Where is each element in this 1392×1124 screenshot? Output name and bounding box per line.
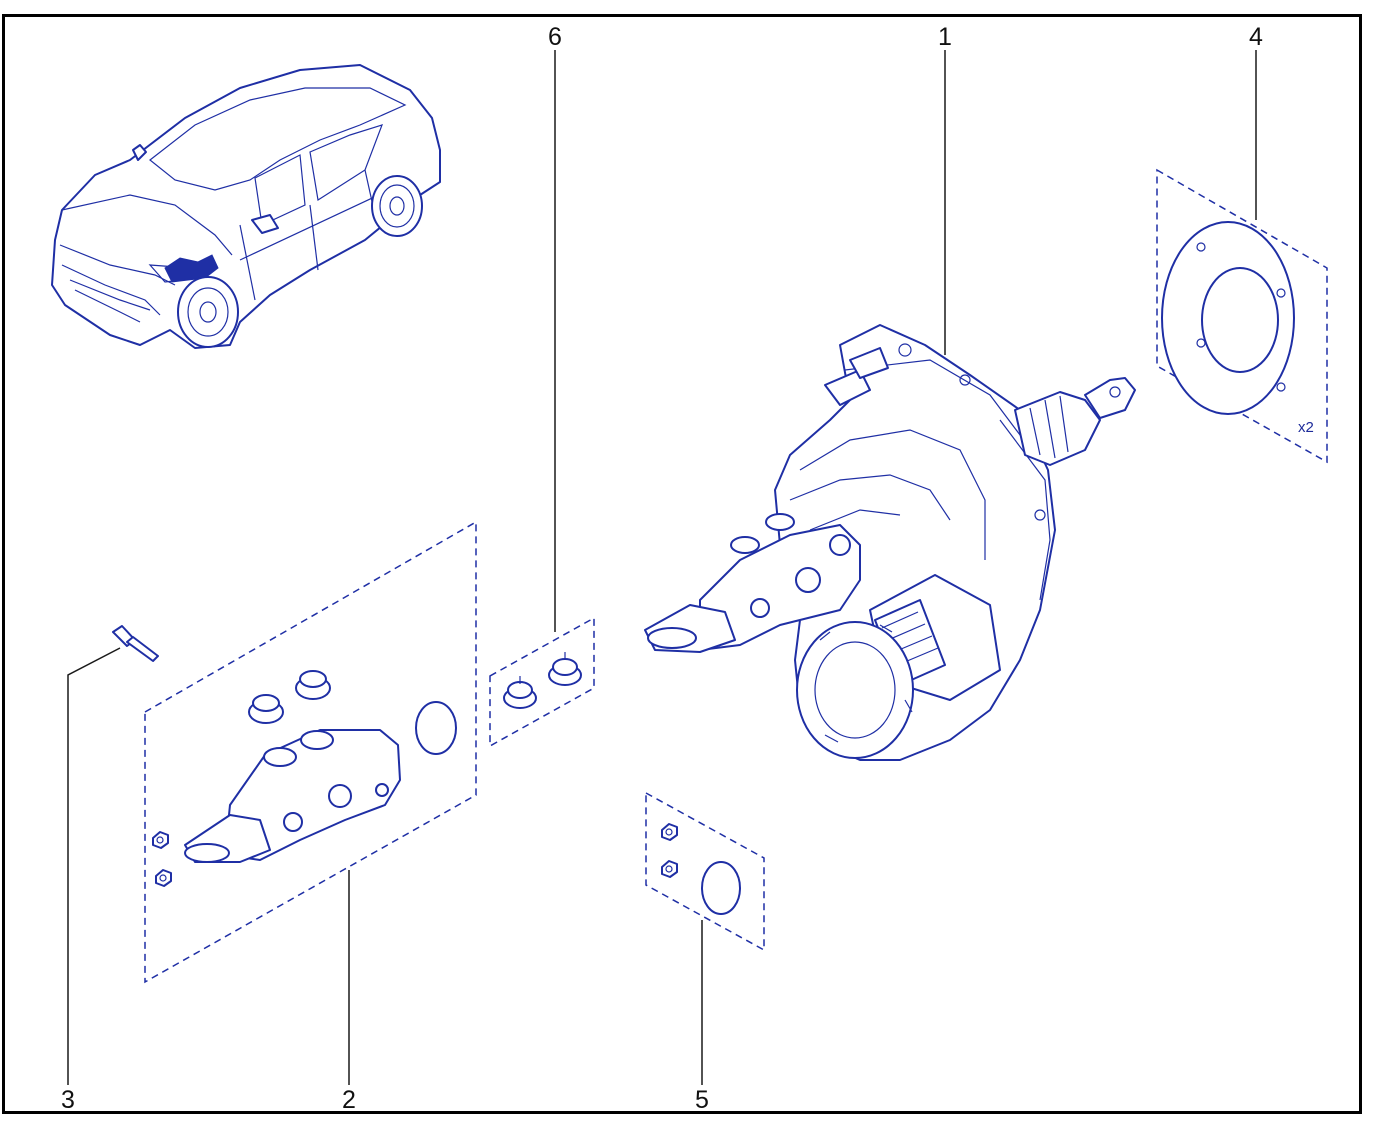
- nut-icon: [661, 823, 678, 878]
- callout-2: 2: [342, 1086, 356, 1114]
- gasket-bolt-hole-icon: [1196, 242, 1286, 392]
- callout-3: 3: [61, 1086, 75, 1114]
- leader-line-3: [67, 647, 121, 1085]
- callout-labels: 1 2 3 4 5 6: [61, 23, 1263, 1114]
- part-3-stud-bolt: [112, 625, 159, 662]
- callout-4: 4: [1249, 23, 1263, 51]
- callout-5: 5: [695, 1086, 709, 1114]
- callout-6: 6: [548, 23, 562, 51]
- part-6-reservoir-seals: [489, 616, 595, 748]
- vehicle-illustration: [51, 64, 441, 349]
- callout-1: 1: [938, 23, 952, 51]
- gasket-quantity: x2: [1298, 419, 1314, 436]
- part-2-master-cylinder-kit: [144, 520, 477, 984]
- nut-icon: [152, 831, 172, 887]
- part-4-gasket: x2: [1156, 168, 1328, 464]
- part-1-brake-booster: [644, 324, 1136, 761]
- part-5-nut-oring-kit: [645, 791, 765, 952]
- callout-lines: [67, 50, 1257, 1085]
- reservoir-seal-icon: [503, 652, 582, 709]
